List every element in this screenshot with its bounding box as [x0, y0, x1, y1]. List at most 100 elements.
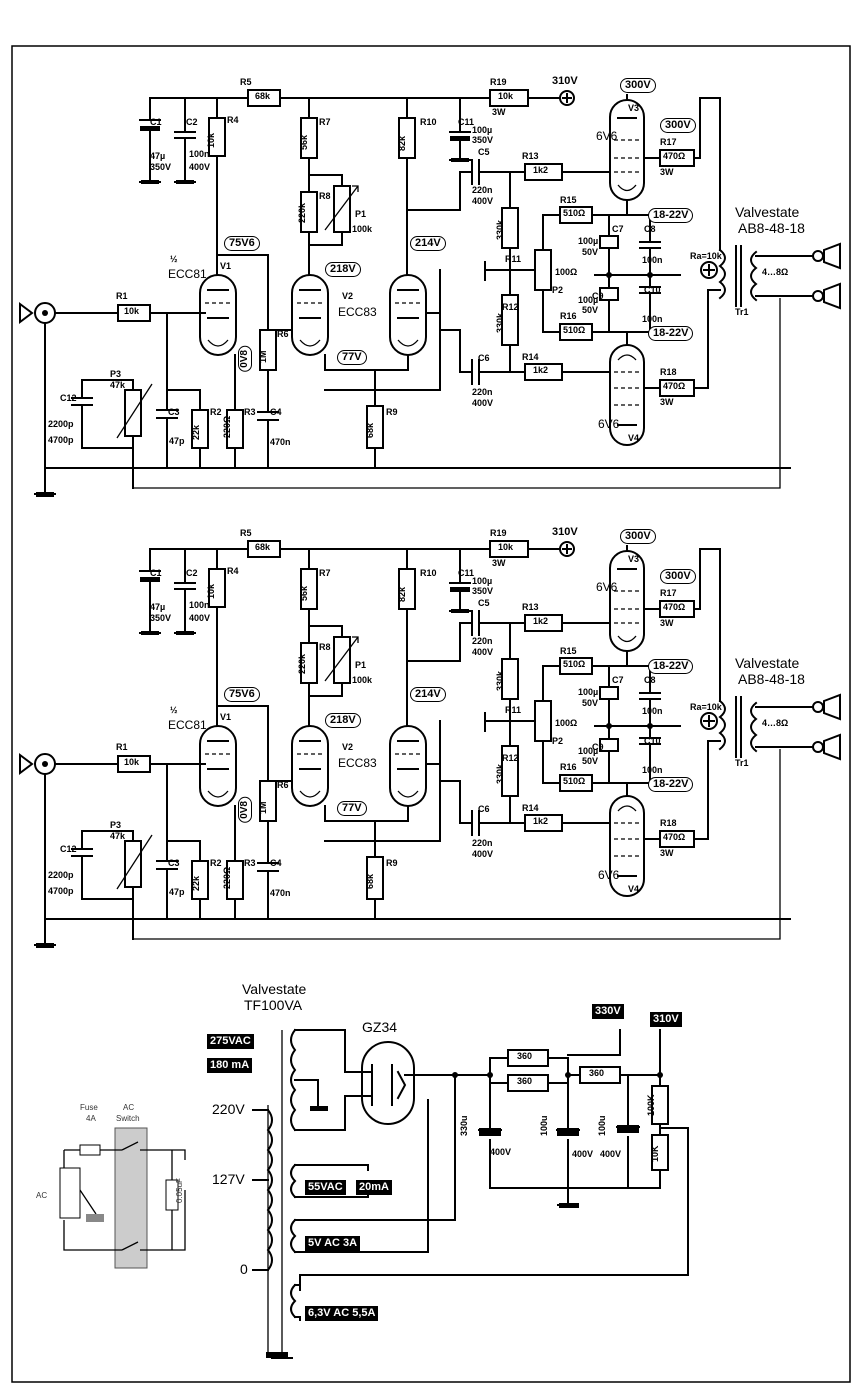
r-360-a	[507, 1049, 549, 1067]
c5-cap: 220n	[472, 185, 493, 195]
badge-330v: 330V	[592, 1004, 624, 1019]
c12-label: C12	[60, 393, 77, 403]
r5-value: 68k	[255, 91, 271, 101]
c5-volt-ch2: 400V	[472, 647, 494, 657]
r10-label-ch2: R10	[420, 568, 437, 578]
r13-label: R13	[522, 151, 539, 161]
r11-label: R11	[505, 254, 522, 264]
c2-volt-ch2: 400V	[189, 613, 211, 623]
c11-volt-ch2: 350V	[472, 586, 494, 596]
psu-tr-model: TF100VA	[244, 997, 303, 1013]
r2-value-ch2: 22k	[191, 875, 201, 891]
r360a-value: 360	[517, 1051, 533, 1061]
tube-6v6-top-ch2: 6V6	[596, 580, 618, 594]
volt-310-ch2: 310V	[552, 526, 578, 538]
c2-cap: 100n	[189, 149, 210, 159]
c6-cap-ch2: 220n	[472, 838, 493, 848]
switch-label-2: Switch	[116, 1114, 140, 1123]
badge-310v: 310V	[650, 1012, 682, 1027]
volt-0v8: 0V8	[238, 346, 252, 372]
tap-220v: 220V	[212, 1101, 245, 1117]
v1-label: V1	[220, 261, 232, 271]
r360b-value: 360	[517, 1076, 533, 1086]
r4-label: R4	[227, 115, 239, 125]
tube-6v6-top: 6V6	[596, 129, 618, 143]
c5-cap-ch2: 220n	[472, 636, 493, 646]
c11-volt: 350V	[472, 135, 494, 145]
r13-label-ch2: R13	[522, 602, 539, 612]
ecc81-label: ECC81	[168, 267, 207, 281]
r5-value-ch2: 68k	[255, 542, 271, 552]
c6-label: C6	[478, 353, 490, 363]
c9-volt-ch2: 50V	[582, 756, 599, 766]
gz34-rectifier	[361, 1041, 415, 1125]
volt-214: 214V	[410, 236, 446, 251]
ot-tr1-ch2: Tr1	[735, 758, 749, 768]
c11-label-ch2: C11	[458, 568, 475, 578]
volt-bias-top: 18-22V	[648, 208, 694, 223]
c-100u-a	[557, 1128, 579, 1136]
volt-300a-ch2: 300V	[620, 529, 656, 544]
c8-value: 100n	[642, 255, 663, 265]
c6-volt-ch2: 400V	[472, 849, 494, 859]
rectifier-label: GZ34	[362, 1019, 398, 1035]
r17-power: 3W	[660, 167, 674, 177]
r17-label: R17	[660, 137, 677, 147]
c6-cap: 220n	[472, 387, 493, 397]
r100k-value: 100K	[646, 1094, 656, 1116]
half-label-ch2: ½	[170, 705, 178, 715]
r17-label-ch2: R17	[660, 588, 677, 598]
r8-label-ch2: R8	[319, 642, 331, 652]
r14-value-ch2: 1k2	[533, 816, 549, 826]
c12-cap2: 4700p	[48, 435, 74, 445]
c5-label: C5	[478, 147, 490, 157]
r9-value-ch2: 68k	[365, 873, 375, 889]
r12-label: R12	[502, 302, 519, 312]
r18-power-ch2: 3W	[660, 848, 674, 858]
r15-value-ch2: 510Ω	[563, 659, 586, 669]
r15-value: 510Ω	[563, 208, 586, 218]
p1-value-ch2: 100k	[352, 675, 373, 685]
r-360-c	[579, 1066, 621, 1084]
r10-value-ch2: 82k	[397, 586, 407, 602]
v2-label-ch2: V2	[342, 742, 354, 752]
v4-label-ch2: V4	[628, 884, 640, 894]
r14-label-ch2: R14	[522, 803, 539, 813]
r19-power-ch2: 3W	[492, 558, 506, 568]
c4-value-ch2: 470n	[270, 888, 291, 898]
schematic-frame	[11, 45, 851, 1383]
c11-label: C11	[458, 117, 475, 127]
c8-label: C8	[644, 224, 656, 234]
r16-value-ch2: 510Ω	[563, 776, 586, 786]
volt-bias-top-ch2: 18-22V	[648, 659, 694, 674]
r10-label: R10	[420, 117, 437, 127]
r3-value: 220Ω	[222, 415, 232, 438]
r10-value: 82k	[397, 135, 407, 151]
volt-bias-bottom-ch2: 18-22V	[648, 777, 694, 792]
c5-volt: 400V	[472, 196, 494, 206]
r9-label: R9	[386, 407, 398, 417]
c7-label-ch2: C7	[612, 675, 624, 685]
c1-cap: 47µ	[150, 151, 166, 161]
ecc83-label-ch2: ECC83	[338, 756, 377, 770]
r9-value: 68k	[365, 422, 375, 438]
c3-value-ch2: 47p	[169, 887, 185, 897]
r1-label-ch2: R1	[116, 742, 128, 752]
r17-value: 470Ω	[663, 151, 686, 161]
r19-value-ch2: 10k	[498, 542, 514, 552]
ac-earth	[86, 1214, 104, 1222]
c11-cap-ch2: 100µ	[472, 576, 493, 586]
v3-label: V3	[628, 103, 640, 113]
v4-label: V4	[628, 433, 640, 443]
volt-300b: 300V	[660, 118, 696, 133]
volt-75-ch2: 75V6	[224, 687, 260, 702]
cap-100u-a: 100u	[539, 1115, 549, 1136]
c3-label-ch2: C3	[168, 858, 180, 868]
r3-label-ch2: R3	[244, 858, 256, 868]
c-100u-b	[617, 1125, 639, 1133]
c5-label-ch2: C5	[478, 598, 490, 608]
c1-volt-ch2: 350V	[150, 613, 172, 623]
p3-label-ch2: P3	[110, 820, 122, 830]
r-100k	[651, 1085, 669, 1125]
